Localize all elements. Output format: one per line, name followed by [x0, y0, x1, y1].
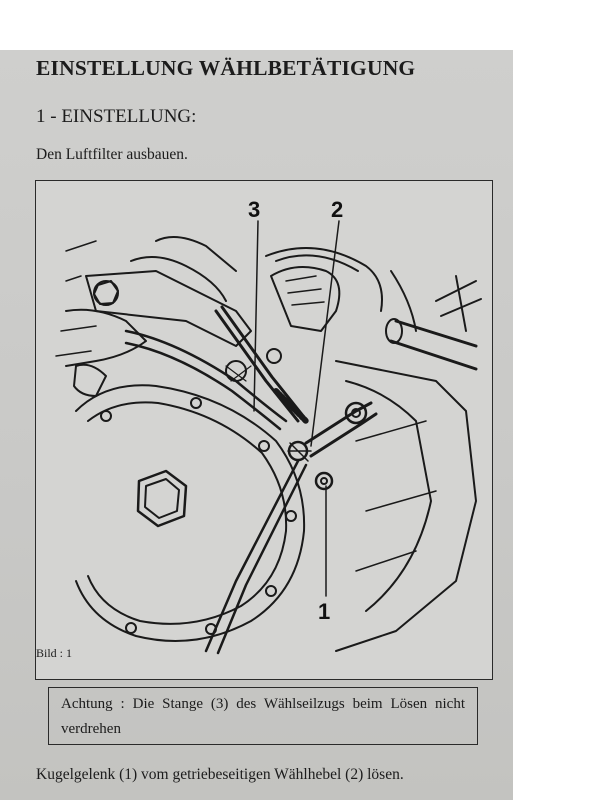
warning-text: Achtung : Die Stange (3) des Wählseilzug… — [61, 696, 465, 737]
callout-label-2: 2 — [331, 197, 343, 222]
warning-box: Achtung : Die Stange (3) des Wählseilzug… — [48, 687, 478, 745]
figure-caption: Bild : 1 — [36, 646, 73, 660]
manual-page: EINSTELLUNG WÄHLBETÄTIGUNG 1 - EINSTELLU… — [0, 50, 513, 800]
callout-label-1: 1 — [318, 599, 330, 624]
callout-label-3: 3 — [248, 197, 260, 222]
section-heading: 1 - EINSTELLUNG: — [36, 106, 197, 127]
figure-illustration: 3 2 1 — [35, 180, 493, 680]
intro-text: Den Luftfilter ausbauen. — [36, 146, 188, 163]
page-title: EINSTELLUNG WÄHLBETÄTIGUNG — [36, 56, 416, 80]
instruction-text: Kugelgelenk (1) vom getriebeseitigen Wäh… — [36, 766, 404, 783]
